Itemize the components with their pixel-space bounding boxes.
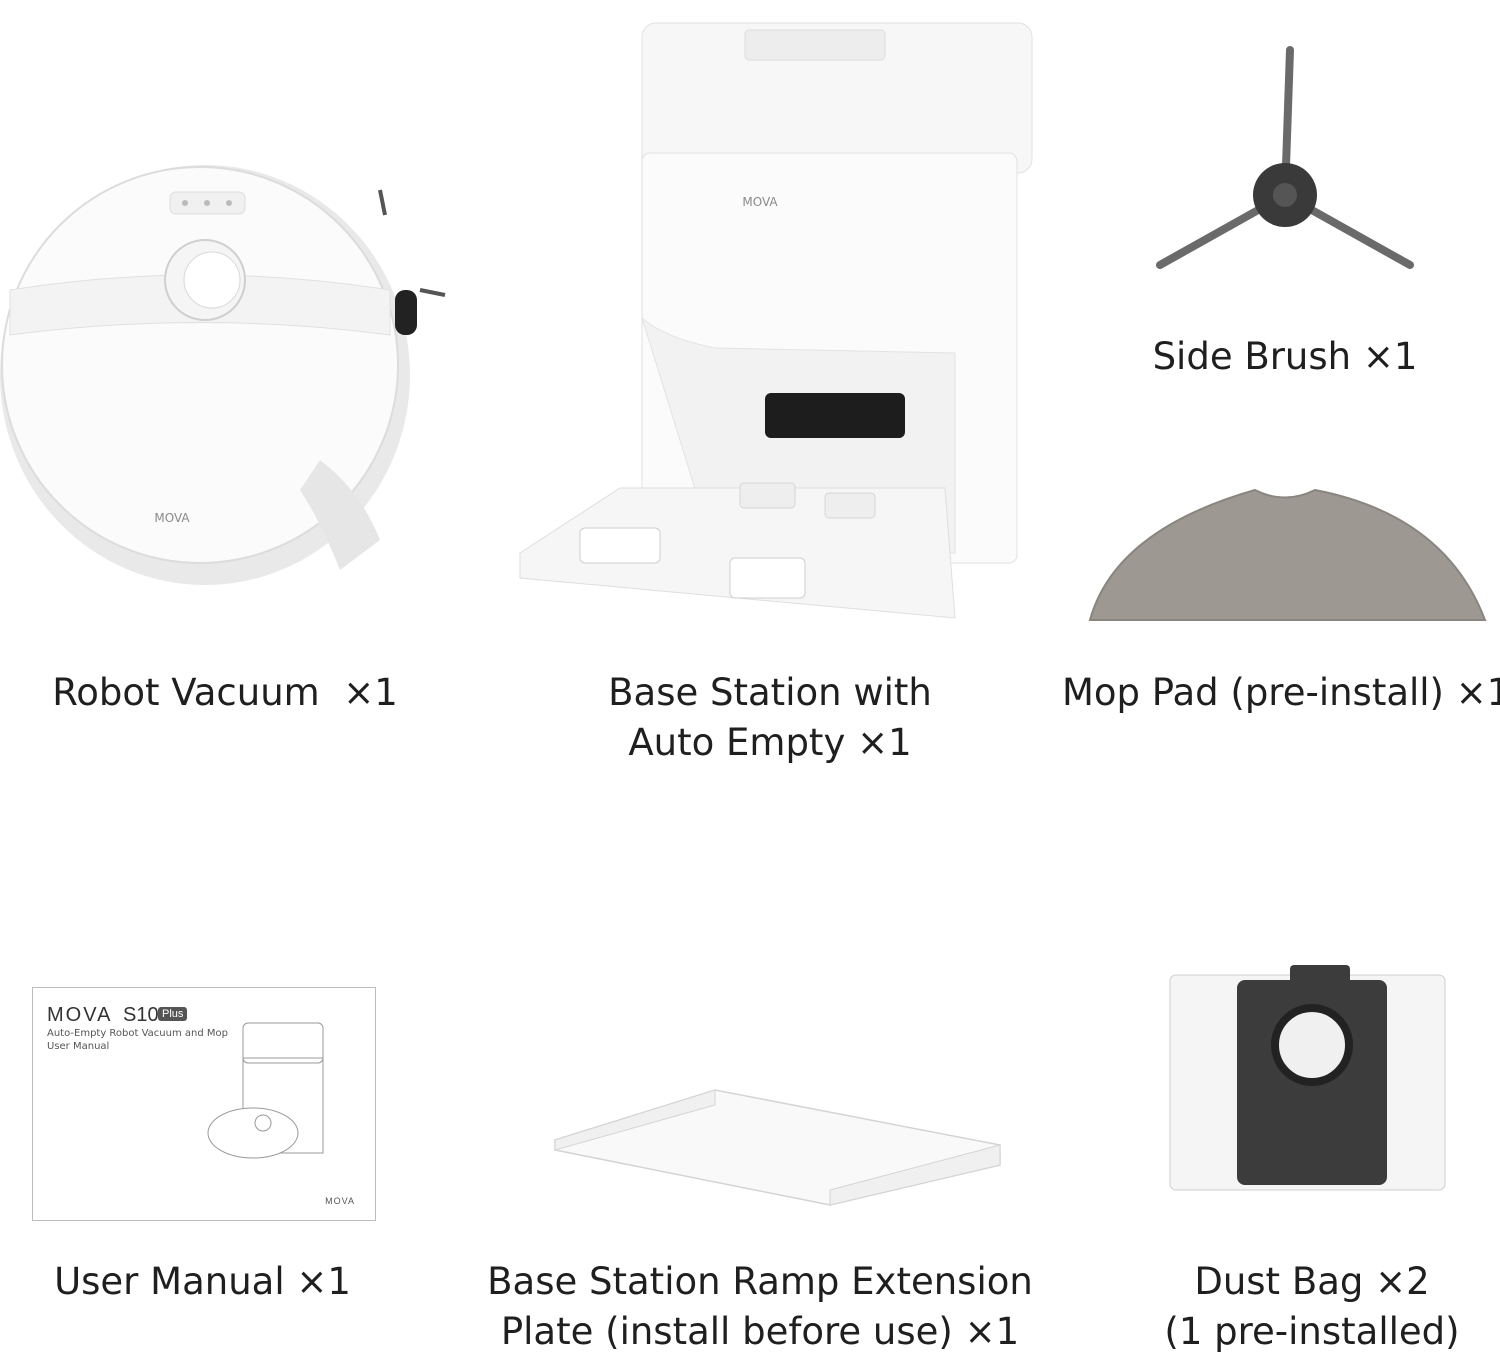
- base-station-image: MOVA: [519, 22, 1033, 619]
- base-station-item: MOVA: [515, 18, 1035, 628]
- user-manual-label: User Manual ×1: [0, 1257, 405, 1307]
- dust-bag-item: [1165, 960, 1465, 1195]
- manual-model: S10: [123, 1004, 159, 1026]
- mop-pad-image: [1088, 488, 1487, 621]
- ramp-plate-image: [554, 1089, 1001, 1206]
- base-station-label-line2: Auto Empty ×1: [628, 721, 912, 764]
- side-brush-label: Side Brush ×1: [1085, 332, 1485, 382]
- side-brush-item: [1150, 40, 1420, 280]
- base-station-logo: MOVA: [742, 195, 778, 209]
- manual-badge: Plus: [158, 1007, 188, 1021]
- mop-pad-label: Mop Pad (pre-install) ×1: [1062, 668, 1500, 718]
- ramp-plate-label: Base Station Ramp Extension Plate (insta…: [470, 1257, 1050, 1357]
- manual-cover-illustration: [207, 1022, 324, 1159]
- side-brush-label-text: Side Brush ×1: [1152, 335, 1418, 378]
- robot-vacuum-label-text: Robot Vacuum ×1: [52, 671, 398, 714]
- manual-subtitle-line2: User Manual: [47, 1041, 110, 1052]
- mop-pad-item: [1085, 470, 1490, 630]
- dust-bag-label-line2: (1 pre-installed): [1164, 1310, 1460, 1353]
- dust-bag-label-line1: Dust Bag ×2: [1194, 1260, 1430, 1303]
- mop-pad-label-text: Mop Pad (pre-install) ×1: [1062, 671, 1500, 714]
- base-station-label-line1: Base Station with: [608, 671, 932, 714]
- user-manual-item: MOVA S10 Plus Auto-Empty Robot Vacuum an…: [32, 987, 376, 1221]
- robot-vacuum-logo: MOVA: [154, 511, 190, 525]
- manual-brand: MOVA: [47, 1004, 113, 1026]
- user-manual-label-text: User Manual ×1: [54, 1260, 351, 1303]
- robot-vacuum-label: Robot Vacuum ×1: [0, 668, 450, 718]
- manual-footer-logo: MOVA: [325, 1196, 355, 1206]
- dust-bag-label: Dust Bag ×2 (1 pre-installed): [1112, 1257, 1500, 1357]
- ramp-plate-label-line1: Base Station Ramp Extension: [487, 1260, 1033, 1303]
- base-station-label: Base Station with Auto Empty ×1: [520, 668, 1020, 768]
- side-brush-image: [1156, 46, 1414, 269]
- ramp-plate-item: [550, 1085, 1005, 1210]
- ramp-plate-label-line2: Plate (install before use) ×1: [500, 1310, 1020, 1353]
- manual-subtitle-line1: Auto-Empty Robot Vacuum and Mop: [47, 1028, 228, 1039]
- robot-vacuum-image: MOVA: [0, 165, 446, 585]
- dust-bag-image: [1169, 965, 1446, 1191]
- robot-vacuum-item: MOVA: [0, 130, 460, 610]
